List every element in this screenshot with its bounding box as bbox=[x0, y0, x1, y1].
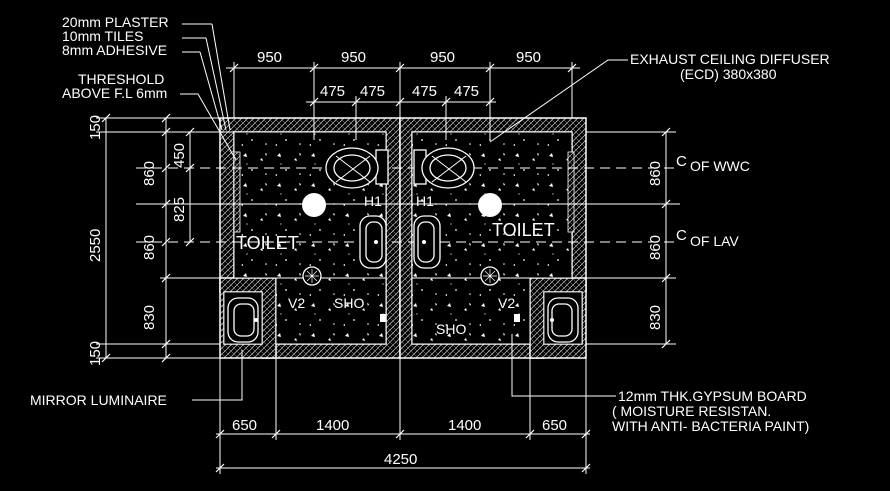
dim-left-830: 830 bbox=[141, 305, 158, 330]
note-wwc-line: OF WWC bbox=[690, 158, 750, 174]
dim-top-475-c: 475 bbox=[412, 83, 437, 100]
left-lavatory bbox=[359, 215, 387, 269]
dim-right-860-a: 860 bbox=[647, 161, 664, 186]
dim-left-2550: 2550 bbox=[87, 229, 104, 262]
dim-left-825: 825 bbox=[171, 197, 188, 222]
note-mirror-luminaire: MIRROR LUMINAIRE bbox=[30, 392, 167, 408]
dim-bottom-650-left: 650 bbox=[232, 417, 257, 434]
note-gypsum-2: ( MOISTURE RESISTAN. bbox=[612, 403, 771, 419]
dim-top-950-b: 950 bbox=[341, 49, 366, 66]
note-gypsum-3: WITH ANTI- BACTERIA PAINT) bbox=[612, 418, 809, 434]
v2-right-tag: V2 bbox=[498, 295, 515, 311]
note-ecd-2: (ECD) 380x380 bbox=[680, 66, 777, 82]
toilet-right-label: TOILET bbox=[492, 220, 555, 240]
shower-left-label: SHO bbox=[334, 295, 364, 311]
dim-left-860-b: 860 bbox=[141, 235, 158, 260]
reference-lines bbox=[136, 167, 680, 243]
left-threshold bbox=[233, 151, 241, 233]
dim-top-950-d: 950 bbox=[516, 49, 541, 66]
right-floor-drain-icon bbox=[480, 266, 500, 286]
centerline-symbol-wwc: C bbox=[676, 153, 687, 170]
right-shower-valve-icon bbox=[514, 314, 520, 322]
annotations: 20mm PLASTER 10mm TILES 8mm ADHESIVE THR… bbox=[30, 14, 830, 434]
note-gypsum-1: 12mm THK.GYPSUM BOARD bbox=[618, 388, 807, 404]
note-threshold-2: ABOVE F.L 6mm bbox=[62, 85, 167, 101]
dim-left-860-a: 860 bbox=[141, 161, 158, 186]
room-labels: TOILET TOILET SHO SHO H1 H1 V2 V2 bbox=[236, 193, 555, 337]
left-ceiling-light-icon bbox=[302, 193, 326, 217]
dim-bottom-1400-left: 1400 bbox=[316, 417, 349, 434]
dim-top-950-c: 950 bbox=[430, 49, 455, 66]
right-niche-basin bbox=[547, 297, 579, 343]
note-plaster: 20mm PLASTER bbox=[62, 14, 169, 30]
dim-right-830: 830 bbox=[647, 305, 664, 330]
right-ceiling-light-icon bbox=[478, 193, 502, 217]
dim-bottom-total: 4250 bbox=[384, 451, 417, 468]
dim-right-860-b: 860 bbox=[647, 235, 664, 260]
left-floor-drain-icon bbox=[302, 266, 322, 286]
right-lavatory bbox=[413, 215, 441, 269]
note-adhesive: 8mm ADHESIVE bbox=[62, 42, 167, 58]
note-lav-line: OF LAV bbox=[690, 233, 739, 249]
right-dimensions: 860 860 830 bbox=[586, 127, 676, 349]
bottom-dimensions: 650 1400 1400 650 4250 bbox=[215, 358, 591, 474]
shower-right-label: SHO bbox=[436, 321, 466, 337]
v2-left-tag: V2 bbox=[288, 295, 305, 311]
note-ecd-1: EXHAUST CEILING DIFFUSER bbox=[630, 51, 830, 67]
h1-left-tag: H1 bbox=[364, 193, 382, 209]
left-shower-valve-icon bbox=[380, 314, 386, 322]
toilet-left-label: TOILET bbox=[236, 233, 299, 253]
dim-bottom-1400-right: 1400 bbox=[448, 417, 481, 434]
right-threshold bbox=[567, 151, 575, 233]
left-dimensions: 150 450 860 825 2550 860 830 150 bbox=[87, 113, 234, 366]
top-dimensions: 950 950 950 950 475 475 475 475 bbox=[226, 49, 580, 140]
dim-left-450: 450 bbox=[171, 143, 188, 168]
dim-left-150-top: 150 bbox=[87, 115, 104, 140]
centerline-symbol-lav: C bbox=[676, 227, 687, 244]
left-water-closet bbox=[325, 147, 389, 189]
left-niche-basin bbox=[227, 297, 259, 343]
dim-top-475-b: 475 bbox=[360, 83, 385, 100]
fixtures bbox=[227, 147, 579, 343]
dim-top-475-a: 475 bbox=[320, 83, 345, 100]
dim-top-475-d: 475 bbox=[454, 83, 479, 100]
h1-right-tag: H1 bbox=[416, 193, 434, 209]
dim-left-150-bottom: 150 bbox=[87, 341, 104, 366]
note-tiles: 10mm TILES bbox=[62, 28, 143, 44]
note-threshold-1: THRESHOLD bbox=[78, 71, 164, 87]
right-water-closet bbox=[413, 147, 475, 189]
dim-top-950-a: 950 bbox=[257, 49, 282, 66]
dim-bottom-650-right: 650 bbox=[542, 417, 567, 434]
